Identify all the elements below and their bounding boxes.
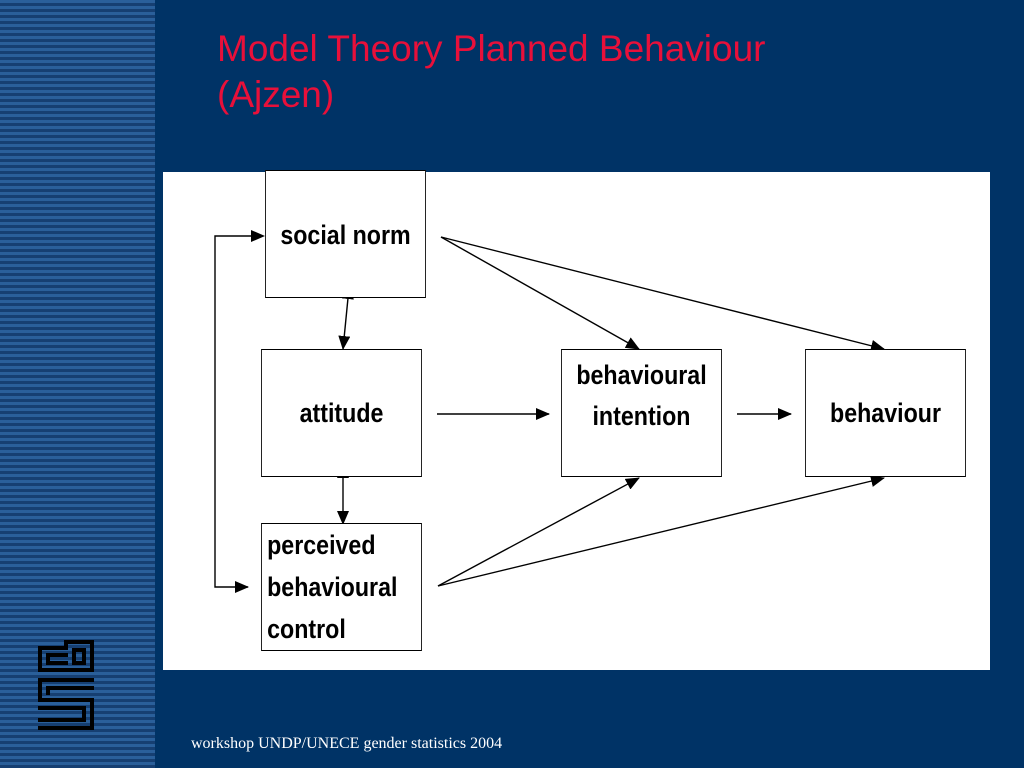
node-attitude: attitude	[261, 349, 422, 477]
edge-socialnorm-pbc	[214, 230, 265, 593]
node-social-norm: social norm	[265, 170, 426, 298]
slide-title-line2: (Ajzen)	[217, 74, 335, 115]
node-pbc-line1: perceived	[267, 530, 376, 560]
edge-pbc-to-behaviour	[437, 475, 885, 587]
node-behaviour: behaviour	[805, 349, 966, 477]
node-attitude-label: attitude	[299, 398, 384, 428]
edge-socialnorm-to-behaviour	[440, 236, 885, 352]
node-behaviour-label: behaviour	[830, 398, 941, 428]
node-perceived-behavioural-control: perceived behavioural control	[261, 523, 422, 651]
node-pbc-line3: control	[267, 614, 346, 644]
slide-title-line1: Model Theory Planned Behaviour	[217, 28, 766, 69]
slide-title: Model Theory Planned Behaviour (Ajzen)	[217, 26, 917, 118]
node-intention-line1: behavioural	[576, 360, 707, 390]
node-behavioural-intention: behavioural intention	[561, 349, 722, 477]
edge-socialnorm-to-intention	[440, 236, 640, 350]
edge-pbc-to-intention	[437, 477, 640, 587]
node-pbc-line2: behavioural	[267, 572, 398, 602]
diagram-arrows	[214, 230, 885, 593]
edge-socialnorm-attitude	[338, 285, 354, 350]
node-social-norm-label: social norm	[280, 220, 411, 250]
footer-text: workshop UNDP/UNECE gender statistics 20…	[191, 735, 503, 752]
node-intention-line2: intention	[592, 401, 691, 431]
cbs-logo-icon	[38, 640, 94, 730]
diagram-panel: social norm attitude behavioural intenti…	[163, 170, 990, 670]
